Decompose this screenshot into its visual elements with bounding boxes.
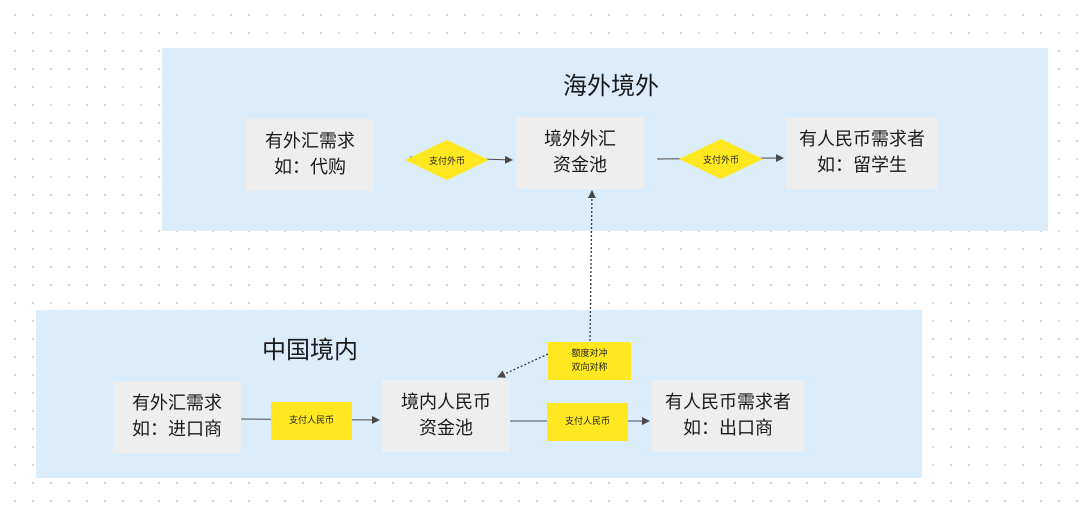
node-line-2: 如：进口商 (132, 419, 222, 440)
edge-quota-to-domestic-pool (497, 353, 549, 378)
node-line-1: 有人民币需求者 (665, 392, 791, 413)
node-domestic-fx-demand: 有外汇需求 如：进口商 (113, 381, 241, 453)
node-line-2: 如：出口商 (683, 418, 773, 439)
edge-quota-to-overseas-pool (587, 190, 596, 342)
node-line-2: 资金池 (419, 418, 473, 439)
node-line-1: 境内人民币 (401, 392, 491, 413)
quota-note-line-2: 双向对称 (571, 363, 608, 373)
node-line-2: 资金池 (553, 155, 607, 176)
domestic-region-title: 中国境内 (262, 336, 358, 364)
quota-note-line-1: 额度对冲 (571, 349, 608, 359)
node-line-1: 有外汇需求 (265, 131, 355, 152)
edge-label-pay-rmb-1: 支付人民币 (271, 402, 352, 440)
node-domestic-rmb-pool: 境内人民币 资金池 (382, 380, 510, 452)
node-line-2: 如：代购 (274, 157, 346, 178)
node-overseas-fx-pool: 境外外汇 资金池 (516, 117, 644, 189)
node-overseas-fx-demand: 有外汇需求 如：代购 (246, 119, 374, 191)
quota-hedge-note: 额度对冲 双向对称 (548, 342, 631, 380)
node-domestic-rmb-demand: 有人民币需求者 如：出口商 (652, 380, 804, 452)
node-line-2: 如：留学生 (817, 155, 907, 176)
edge-label-text: 支付人民币 (564, 417, 610, 427)
node-line-1: 境外外汇 (544, 129, 616, 150)
edge-label-pay-rmb-2: 支付人民币 (547, 403, 628, 441)
edge-label-text: 支付人民币 (288, 416, 334, 426)
node-line-1: 有外汇需求 (132, 393, 222, 414)
node-overseas-rmb-demand: 有人民币需求者 如：留学生 (786, 117, 938, 189)
overseas-region-title: 海外境外 (563, 72, 659, 100)
node-line-1: 有人民币需求者 (799, 129, 925, 150)
